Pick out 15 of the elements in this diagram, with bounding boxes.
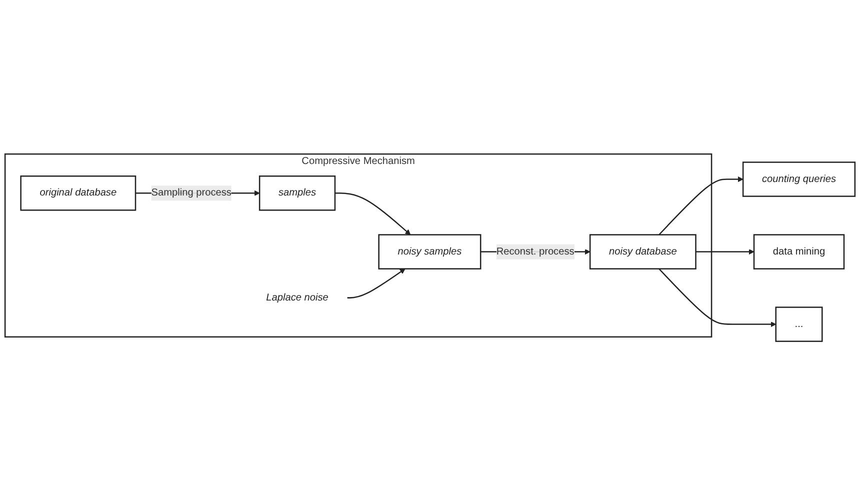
node-box: counting queries bbox=[742, 161, 856, 197]
node-box: noisy database bbox=[589, 234, 696, 270]
edge-label: Sampling process bbox=[151, 187, 232, 198]
node-box: data mining bbox=[753, 234, 845, 270]
node-box: original database bbox=[20, 175, 136, 211]
arrow bbox=[658, 268, 776, 327]
arrow bbox=[696, 248, 754, 254]
arrow bbox=[347, 268, 406, 298]
node-text: Laplace noise bbox=[266, 292, 328, 303]
node-box: ... bbox=[775, 306, 823, 342]
edge-label: Reconst. process bbox=[496, 246, 574, 257]
arrow bbox=[658, 176, 744, 235]
node-box: noisy samples bbox=[378, 234, 482, 270]
arrow bbox=[334, 192, 411, 235]
node-box: samples bbox=[258, 175, 336, 211]
